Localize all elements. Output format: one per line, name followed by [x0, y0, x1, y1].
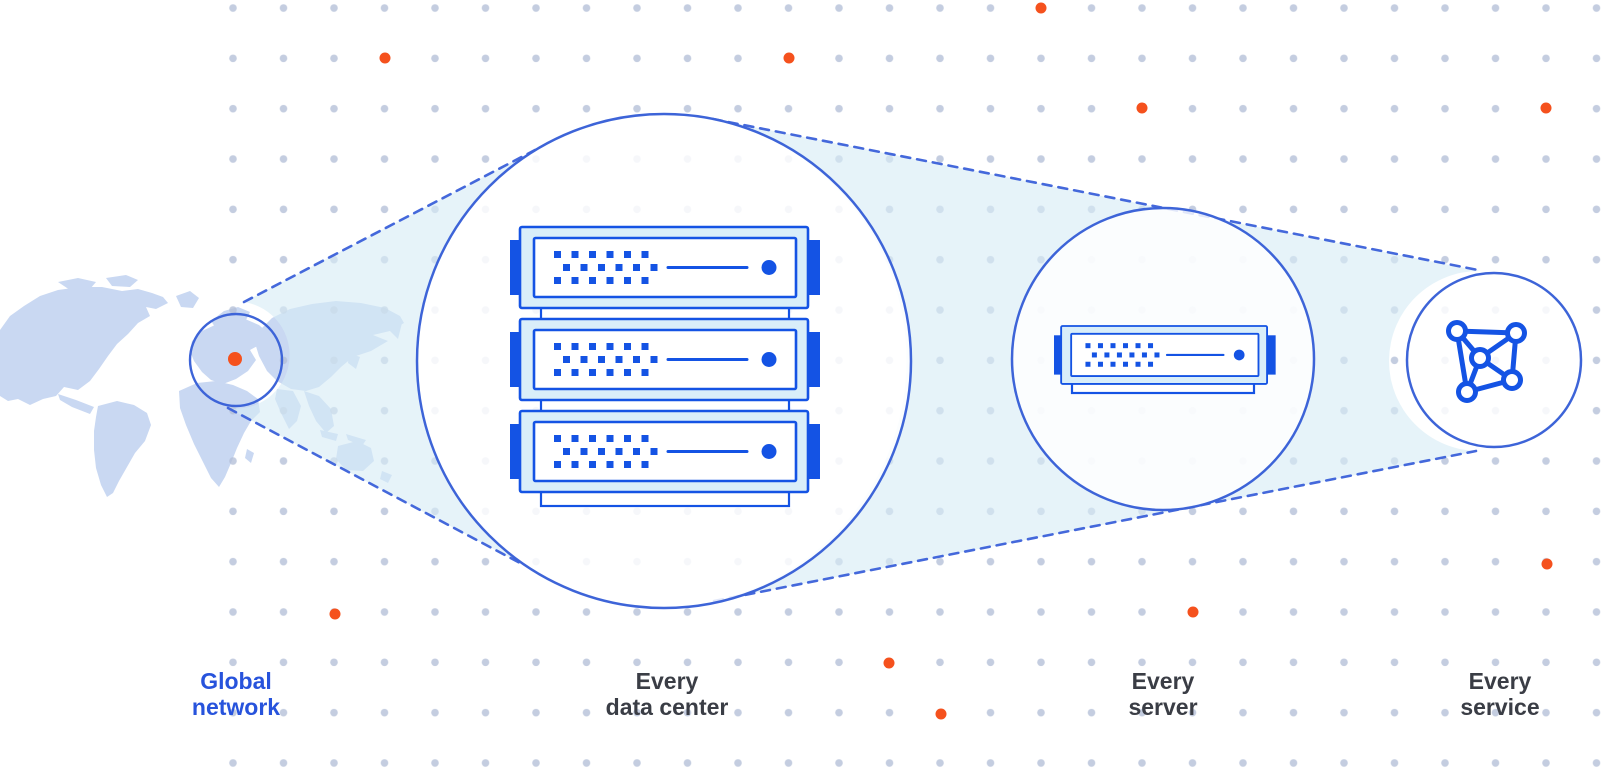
caption-line: Global [200, 668, 272, 694]
caption-every-server: Every server [1128, 668, 1197, 720]
caption-every-service: Every service [1460, 668, 1539, 720]
caption-global-network: Global network [192, 668, 280, 720]
caption-every-data-center: Every data center [606, 668, 729, 720]
funnel-map-to-datacenter [228, 150, 535, 563]
caption-line: data center [605, 694, 729, 720]
map-highlight-circle [188, 312, 284, 408]
caption-line: Every [1131, 668, 1195, 694]
caption-line: network [191, 694, 281, 720]
service-circle [1405, 271, 1583, 449]
server-rack-icon [508, 225, 822, 508]
orange-accent-dots [329, 2, 1553, 720]
caption-line: service [1460, 694, 1540, 720]
caption-line: server [1128, 694, 1198, 720]
single-server-icon [1052, 324, 1277, 395]
zoom-dashed-lines [226, 117, 1480, 603]
caption-line: Every [1468, 668, 1532, 694]
location-marker-dot [228, 352, 242, 366]
caption-line: Every [635, 668, 699, 694]
network-graph-icon [1446, 320, 1527, 403]
